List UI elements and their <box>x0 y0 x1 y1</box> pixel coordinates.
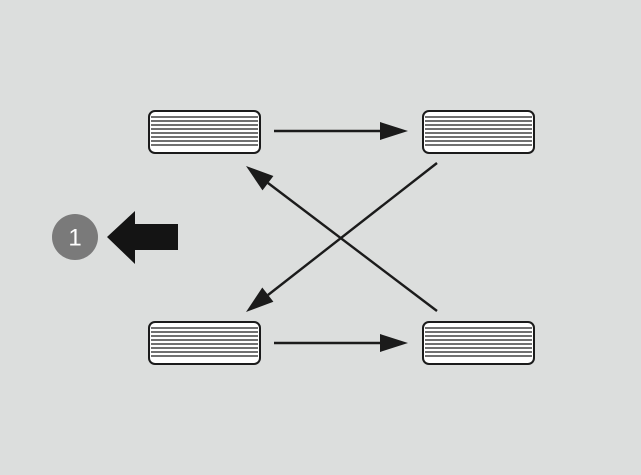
tread-lines <box>425 327 532 357</box>
front-direction-arrow-icon <box>107 211 178 264</box>
arrow-rear-left-to-rear-right <box>274 334 408 352</box>
arrow-head-icon <box>246 287 274 312</box>
arrow-head-icon <box>246 166 274 191</box>
number-badge-label: 1 <box>68 225 81 252</box>
number-badge <box>52 214 98 260</box>
front-right-tire <box>422 110 535 154</box>
rear-left-tire <box>148 321 261 365</box>
arrow-head-icon <box>380 334 408 352</box>
rear-right-tire <box>422 321 535 365</box>
tread-lines <box>151 116 258 146</box>
tread-lines <box>425 116 532 146</box>
arrow-front-right-to-rear-left <box>246 162 438 312</box>
direction-indicator: 1 <box>52 211 178 264</box>
front-left-tire <box>148 110 261 154</box>
arrow-head-icon <box>380 122 408 140</box>
arrow-rear-right-to-front-left <box>246 166 438 312</box>
arrow-front-left-to-front-right <box>274 122 408 140</box>
tread-lines <box>151 327 258 357</box>
